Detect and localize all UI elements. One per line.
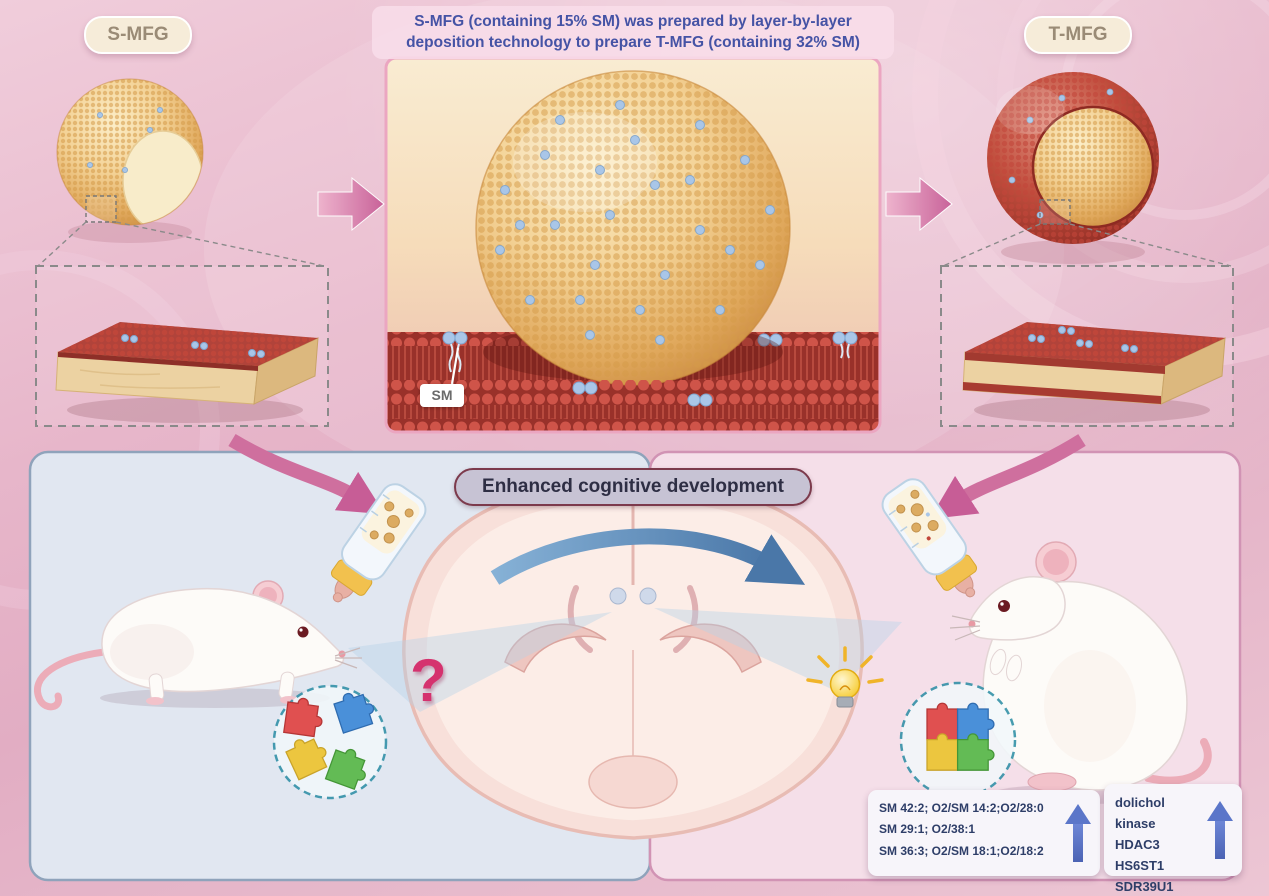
gene-line: SDR39U1: [1115, 879, 1174, 895]
arrow-right-icon: [885, 176, 953, 232]
cognition-arrow-icon: [490, 528, 806, 585]
curved-arrow-down-left-icon: [228, 434, 385, 515]
sm-molecule: [572, 381, 713, 407]
gene-line: HDAC3: [1115, 837, 1160, 853]
light-bulb-icon: [806, 646, 884, 708]
sm-pointer-line: [450, 347, 460, 385]
puzzle-scattered-icon: [272, 684, 388, 800]
curved-arrow-down-right-icon: [929, 434, 1086, 520]
sm-dots-on-sphere: [495, 100, 775, 345]
up-arrow-icon: [1065, 804, 1091, 862]
lipid-panel: SM 42:2; O2/SM 14:2;O2/28:0 SM 29:1; O2/…: [868, 790, 1100, 876]
s-mfg-label: S-MFG: [84, 16, 192, 54]
lipid-line: SM 42:2; O2/SM 14:2;O2/28:0: [879, 801, 1044, 815]
gene-panel: dolichol kinase HDAC3 HS6ST1 SDR39U1: [1104, 784, 1242, 894]
t-mfg-sphere: [987, 72, 1159, 264]
up-arrow-icon: [1207, 801, 1233, 859]
milk-bottle-icon: [330, 483, 427, 603]
lipid-line: SM 29:1; O2/38:1: [879, 822, 976, 837]
milk-bottle-icon: [881, 478, 978, 598]
central-illustration: [384, 56, 882, 434]
gene-line: HS6ST1: [1115, 858, 1165, 874]
mouse-right-illustration: [949, 541, 1212, 804]
sm-label: SM: [420, 384, 464, 407]
zoom-connector-lines: [37, 221, 325, 267]
zoom-region-marker: [1039, 199, 1071, 225]
puzzle-assembled-icon: [899, 681, 1017, 799]
mouse-left-illustration: [34, 580, 362, 711]
beam-left: [348, 612, 612, 712]
zoom-region-marker: [85, 195, 117, 223]
t-mfg-label: T-MFG: [1024, 16, 1132, 54]
figure-caption: S-MFG (containing 15% SM) was prepared b…: [372, 6, 894, 59]
zoom-connector-lines: [942, 223, 1232, 267]
lipid-line: SM 36:3; O2/SM 18:1;O2/18:2: [879, 843, 1044, 858]
cognitive-development-title: Enhanced cognitive development: [454, 468, 812, 506]
t-mfg-membrane-slab: [962, 322, 1226, 423]
s-mfg-sphere: [56, 78, 204, 243]
sm-molecule: [442, 331, 858, 347]
question-mark: ?: [410, 647, 447, 714]
gene-line: dolichol kinase: [1115, 795, 1165, 832]
s-mfg-membrane-slab: [55, 322, 319, 423]
arrow-right-icon: [317, 176, 385, 232]
